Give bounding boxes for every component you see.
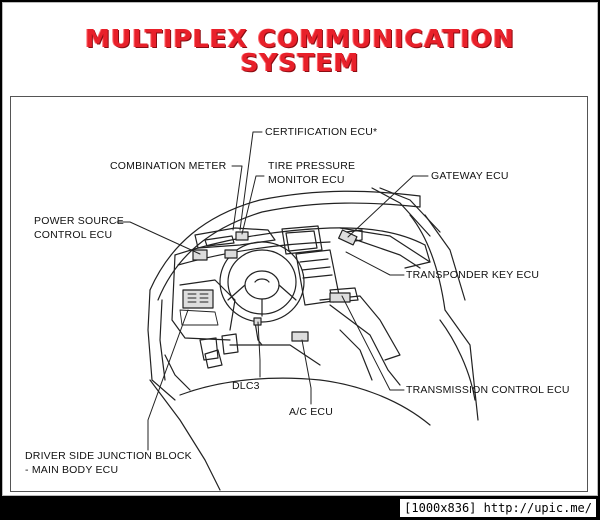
power-source-label-line1: POWER SOURCE	[34, 215, 124, 227]
windshield-frame	[149, 187, 441, 301]
pedals	[199, 333, 239, 369]
seat-outline	[409, 214, 479, 421]
steering-wheel	[219, 241, 305, 323]
junction-block-detail	[179, 293, 219, 326]
title-line-1: MULTIPLEX COMMUNICATION	[85, 24, 515, 53]
junction-block-label-line1: DRIVER SIDE JUNCTION BLOCK	[25, 450, 192, 462]
watermark-footer: [1000x836] http://upic.me/	[400, 499, 596, 517]
junction-block-label-line2: - MAIN BODY ECU	[25, 464, 119, 476]
tire-pressure-label-line1: TIRE PRESSURE	[268, 160, 356, 172]
passenger-dash	[339, 227, 431, 269]
transponder-key-ecu-label: TRANSPONDER KEY ECU	[406, 269, 540, 281]
certification-ecu-label: CERTIFICATION ECU*	[265, 126, 378, 138]
title-line-2: SYSTEM	[240, 48, 360, 77]
power-source-label-line2: CONTROL ECU	[34, 229, 113, 241]
center-stack	[281, 225, 401, 386]
dlc3-label: DLC3	[232, 380, 260, 392]
diagram-frame	[10, 96, 588, 492]
steering-column	[254, 321, 263, 346]
ac-ecu-label: A/C ECU	[289, 406, 333, 418]
tire-pressure-label-line2: MONITOR ECU	[268, 174, 345, 186]
gateway-ecu-label: GATEWAY ECU	[431, 170, 509, 182]
combination-meter-label: COMBINATION METER	[110, 160, 227, 172]
footer-size: [1000x836]	[404, 501, 477, 515]
floor	[179, 344, 431, 426]
footer-url[interactable]: http://upic.me/	[483, 501, 592, 515]
door-panel	[147, 289, 221, 491]
transmission-control-ecu-label: TRANSMISSION CONTROL ECU	[406, 384, 570, 396]
leader-lines	[116, 131, 429, 451]
